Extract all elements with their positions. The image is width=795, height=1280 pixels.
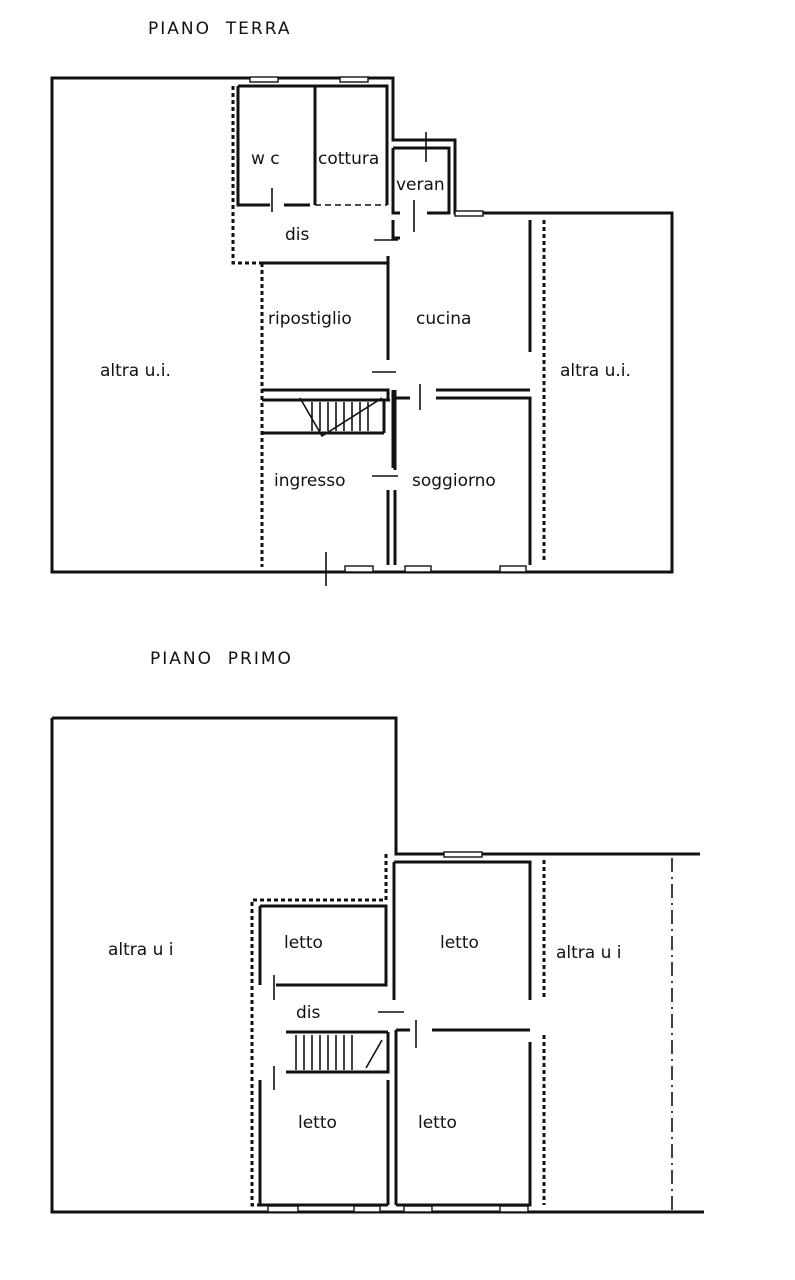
room-label-veranda: veran <box>396 175 445 195</box>
dis-first-floor-walls <box>286 1028 530 1074</box>
window-cottura <box>339 76 369 83</box>
window-bottom-2 <box>353 1205 381 1213</box>
window-wc <box>249 76 279 83</box>
room-label-soggiorno: soggiorno <box>412 471 496 491</box>
room-label-letto-top-left: letto <box>284 933 323 953</box>
room-label-altra-left-ground: altra u.i. <box>100 361 171 381</box>
letto-top-right-walls <box>392 860 532 1000</box>
room-label-cucina: cucina <box>416 309 471 329</box>
window-bottom-3 <box>403 1205 433 1213</box>
central-spine-first-floor <box>386 1028 410 1205</box>
letto-top-left-walls <box>258 904 388 987</box>
letto-bottom-right-walls <box>396 1042 532 1207</box>
window-bottom-4 <box>499 1205 529 1213</box>
soggiorno-walls <box>395 396 532 565</box>
letto-bottom-left-walls <box>258 1080 388 1207</box>
ground-floor-party-wall-top <box>231 86 262 265</box>
room-label-letto-bottom-left: letto <box>298 1113 337 1133</box>
ground-floor-title: PIANO TERRA <box>148 19 292 39</box>
room-label-dis-first: dis <box>296 1003 321 1023</box>
room-label-ripostiglio: ripostiglio <box>268 309 352 329</box>
first-floor-party-wall-left <box>250 854 388 1207</box>
veranda-walls <box>391 146 451 215</box>
room-label-wc: w c <box>251 149 280 169</box>
room-label-cottura: cottura <box>318 149 379 169</box>
ripostiglio-walls <box>262 256 390 400</box>
window-bottom-1 <box>267 1205 299 1213</box>
first-floor-title: PIANO PRIMO <box>150 649 293 669</box>
room-label-dis-ground: dis <box>285 225 310 245</box>
window-ingresso <box>344 565 374 573</box>
first-floor-plan: PIANO PRIMO <box>50 649 704 1214</box>
room-label-altra-right-first: altra u i <box>556 943 622 963</box>
window-veranda <box>454 210 484 217</box>
ground-floor-plan: PIANO TERRA <box>50 19 674 586</box>
room-label-ingresso: ingresso <box>274 471 345 491</box>
stair-walls-ground <box>262 398 390 435</box>
room-label-altra-right-ground: altra u.i. <box>560 361 631 381</box>
room-label-letto-bottom-right: letto <box>418 1113 457 1133</box>
window-letto-top-right <box>443 851 483 858</box>
cucina-walls <box>436 220 532 392</box>
staircase-ground <box>299 397 383 438</box>
dis-lower-walls <box>262 220 400 272</box>
central-spine-ground <box>386 390 397 565</box>
staircase-first-floor <box>295 1035 383 1070</box>
wc-cottura-walls <box>236 84 389 207</box>
room-label-altra-left-first: altra u i <box>108 940 174 960</box>
room-label-letto-top-right: letto <box>440 933 479 953</box>
window-soggiorno-2 <box>499 565 527 573</box>
window-soggiorno-1 <box>404 565 432 573</box>
first-floor-outline <box>50 716 704 1214</box>
